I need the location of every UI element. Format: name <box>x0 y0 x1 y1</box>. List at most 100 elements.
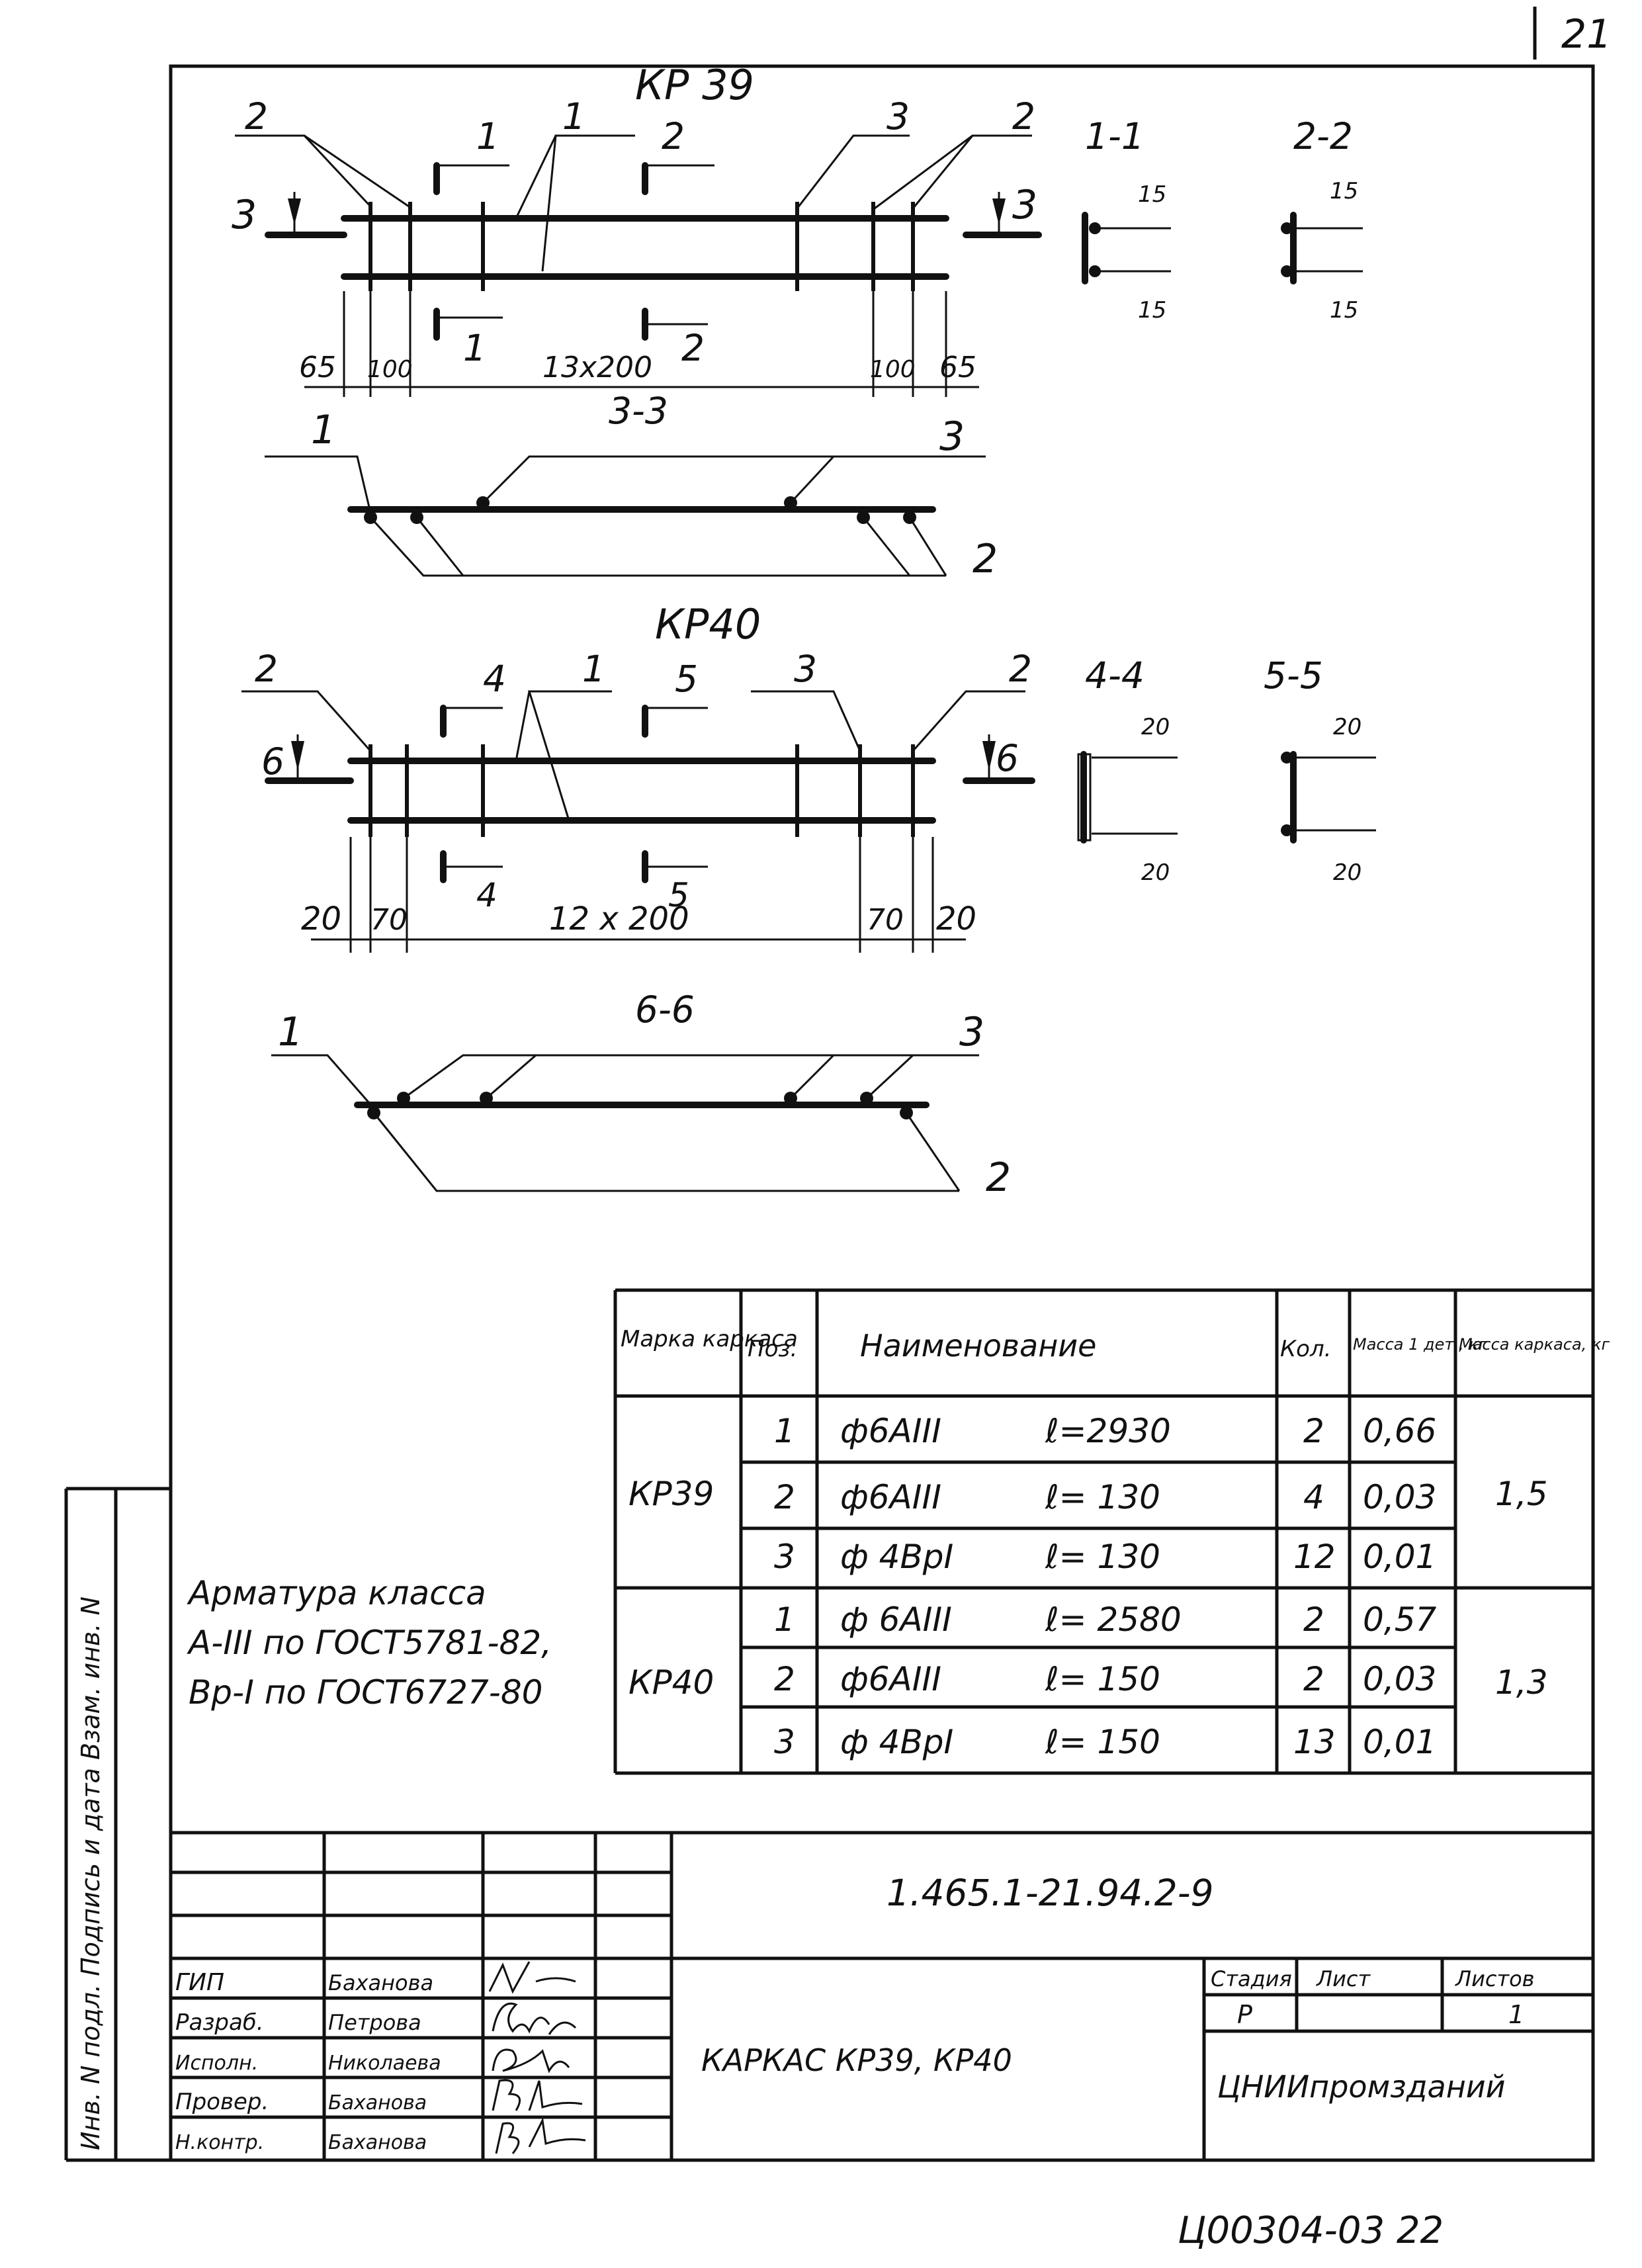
sig-name-4: Баханова <box>328 2131 427 2154</box>
header-mass-frame: Масса каркаса, кг <box>1459 1335 1610 1354</box>
sig-name-0: Баханова <box>328 1970 433 1995</box>
sig-role-4: Н.контр. <box>175 2131 264 2154</box>
kr40-cut5-top: 5 <box>675 658 698 700</box>
kr40-dim-right-end: 20 <box>936 900 976 938</box>
kr39-s22-cover-bottom: 15 <box>1330 297 1358 324</box>
kr39-cut2-bottom: 2 <box>681 327 705 369</box>
signature-scribble-2 <box>492 2048 570 2073</box>
bottom-code: Ц00304-03 22 <box>1178 2209 1444 2252</box>
kr39-cut1-top: 1 <box>476 115 499 157</box>
kr40-section-5-5-title: 5-5 <box>1264 654 1323 697</box>
kr40-pos3-label: 3 <box>794 648 817 690</box>
sig-name-1: Петрова <box>328 2010 421 2035</box>
stage-header: Стадия <box>1211 1966 1292 1991</box>
specification-table: Марка каркаса Поз. Наименование Кол. Мас… <box>613 1288 1610 1775</box>
kr39-s11-cover-bottom: 15 <box>1138 297 1166 324</box>
drawing-title: КАРКАС КР39, КР40 <box>701 2042 1012 2078</box>
side-stamp-label: Инв. N подл. Подпись и дата Взам. инв. N <box>76 1596 105 2150</box>
reinforcement-notes: Арматура класса А-III по ГОСТ5781-82, Вр… <box>187 1574 552 1712</box>
kr40-cut6-left: 6 <box>261 740 284 783</box>
sheets-header: Листов <box>1455 1966 1535 1991</box>
spec-kr39-r2-len: ℓ= 130 <box>1045 1478 1160 1516</box>
spec-kr39-r3-len: ℓ= 130 <box>1045 1538 1160 1576</box>
kr39-cut3-left: 3 <box>232 192 257 238</box>
spec-kr39-r1-qty: 2 <box>1303 1412 1324 1450</box>
spec-kr39-r1-mass: 0,66 <box>1363 1412 1436 1450</box>
kr40-dim-right-step: 70 <box>867 903 904 937</box>
kr39-dim-left-end: 65 <box>299 351 336 384</box>
kr39-pos2-right-label: 2 <box>1012 95 1035 138</box>
sig-name-2: Николаева <box>328 2052 441 2075</box>
spec-kr40-r3-len: ℓ= 150 <box>1045 1723 1160 1761</box>
kr40-pos2-right-label: 2 <box>1009 648 1032 690</box>
kr40-pos2-left-label: 2 <box>255 648 278 690</box>
spec-kr39-r3-name: ф 4ВрI <box>840 1538 953 1576</box>
spec-kr39-r3-pos: 3 <box>774 1538 795 1576</box>
spec-kr40-r2-qty: 2 <box>1303 1660 1324 1698</box>
spec-kr40-r1-pos: 1 <box>774 1600 795 1639</box>
signature-scribble-0 <box>488 1961 576 1994</box>
kr40-s66-pos3: 3 <box>959 1009 984 1055</box>
kr40-cut5-bottom: 5 <box>668 876 689 914</box>
kr39-cut1-bottom: 1 <box>463 327 486 369</box>
kr40-cut4-top: 4 <box>483 658 506 700</box>
spec-kr40-r1-qty: 2 <box>1303 1600 1324 1639</box>
kr39-section-1-1-title: 1-1 <box>1085 115 1145 157</box>
page-number: 21 <box>1561 11 1612 58</box>
spec-kr40-r2-len: ℓ= 150 <box>1045 1660 1160 1698</box>
kr39-section-2-2-title: 2-2 <box>1293 115 1353 157</box>
kr40-pos1-label: 1 <box>582 648 605 690</box>
spec-kr40-mark: КР40 <box>628 1663 714 1702</box>
kr40-s44-cover-bottom: 20 <box>1141 859 1170 886</box>
spec-kr39-r3-mass: 0,01 <box>1363 1538 1436 1576</box>
stage-value: Р <box>1237 2000 1252 2029</box>
kr40-s66-pos1: 1 <box>278 1009 303 1055</box>
spec-kr39-frame-mass: 1,5 <box>1495 1475 1548 1513</box>
notes-line-3: Вр-I по ГОСТ6727-80 <box>189 1673 542 1712</box>
sig-role-2: Исполн. <box>175 2052 258 2075</box>
sig-role-1: Разраб. <box>175 2009 264 2036</box>
spec-kr40-r3-mass: 0,01 <box>1363 1723 1436 1761</box>
kr40-s55-cover-bottom: 20 <box>1333 859 1361 886</box>
kr40-s55-cover-top: 20 <box>1333 714 1361 740</box>
spec-kr39-r2-name: ф6АIII <box>840 1478 941 1516</box>
spec-kr40-r3-qty: 13 <box>1293 1723 1336 1761</box>
kr39-pos2-left-label: 2 <box>245 95 268 138</box>
header-name: Наименование <box>860 1328 1096 1364</box>
kr40-s44-cover-top: 20 <box>1141 714 1170 740</box>
signature-scribble-4 <box>495 2117 586 2154</box>
title-block: 1.465.1-21.94.2-9 КАРКАС КР39, КР40 Стад… <box>171 1831 1593 2160</box>
kr39-s33-pos3: 3 <box>939 414 965 460</box>
spec-kr39-r1-pos: 1 <box>774 1412 795 1450</box>
kr39-cut2-top: 2 <box>662 115 685 157</box>
sheets-value: 1 <box>1508 2000 1524 2029</box>
spec-kr40-r2-mass: 0,03 <box>1363 1660 1436 1698</box>
kr39-drawing: КР 39 2 1 3 2 1 1 2 2 <box>232 61 1363 582</box>
kr39-s11-cover-top: 15 <box>1138 181 1166 208</box>
doc-number: 1.465.1-21.94.2-9 <box>886 1872 1214 1914</box>
spec-kr40-r1-len: ℓ= 2580 <box>1045 1600 1182 1639</box>
spec-kr39-r2-mass: 0,03 <box>1363 1478 1436 1516</box>
kr40-s66-pos2: 2 <box>986 1155 1011 1201</box>
spec-kr39-r1-len: ℓ=2930 <box>1045 1412 1171 1450</box>
kr40-section-6-6-title: 6-6 <box>635 988 695 1031</box>
spec-kr39-mark: КР39 <box>628 1475 714 1513</box>
spec-kr39-r1-name: ф6АIII <box>840 1412 941 1450</box>
spec-kr39-r2-qty: 4 <box>1303 1478 1324 1516</box>
header-qty: Кол. <box>1280 1336 1331 1362</box>
spec-kr40-r2-name: ф6АIII <box>840 1660 941 1698</box>
side-stamp: Инв. N подл. Подпись и дата Взам. инв. N <box>64 1487 171 2162</box>
kr39-cut3-right: 3 <box>1012 182 1037 228</box>
notes-line-1: Арматура класса <box>187 1574 486 1612</box>
spec-kr40-r3-name: ф 4ВрI <box>840 1723 953 1761</box>
spec-kr40-r2-pos: 2 <box>774 1660 795 1698</box>
spec-kr40-r1-name: ф 6АIII <box>840 1600 952 1639</box>
kr40-dim-left-step: 70 <box>370 903 408 937</box>
kr40-dim-left-end: 20 <box>301 900 341 938</box>
spec-kr39-r3-qty: 12 <box>1293 1538 1336 1576</box>
signature-scribble-1 <box>492 2003 577 2035</box>
kr40-section-4-4-title: 4-4 <box>1085 654 1145 697</box>
kr39-dim-right-step: 100 <box>870 356 916 383</box>
kr39-dim-mid: 13х200 <box>542 351 652 384</box>
